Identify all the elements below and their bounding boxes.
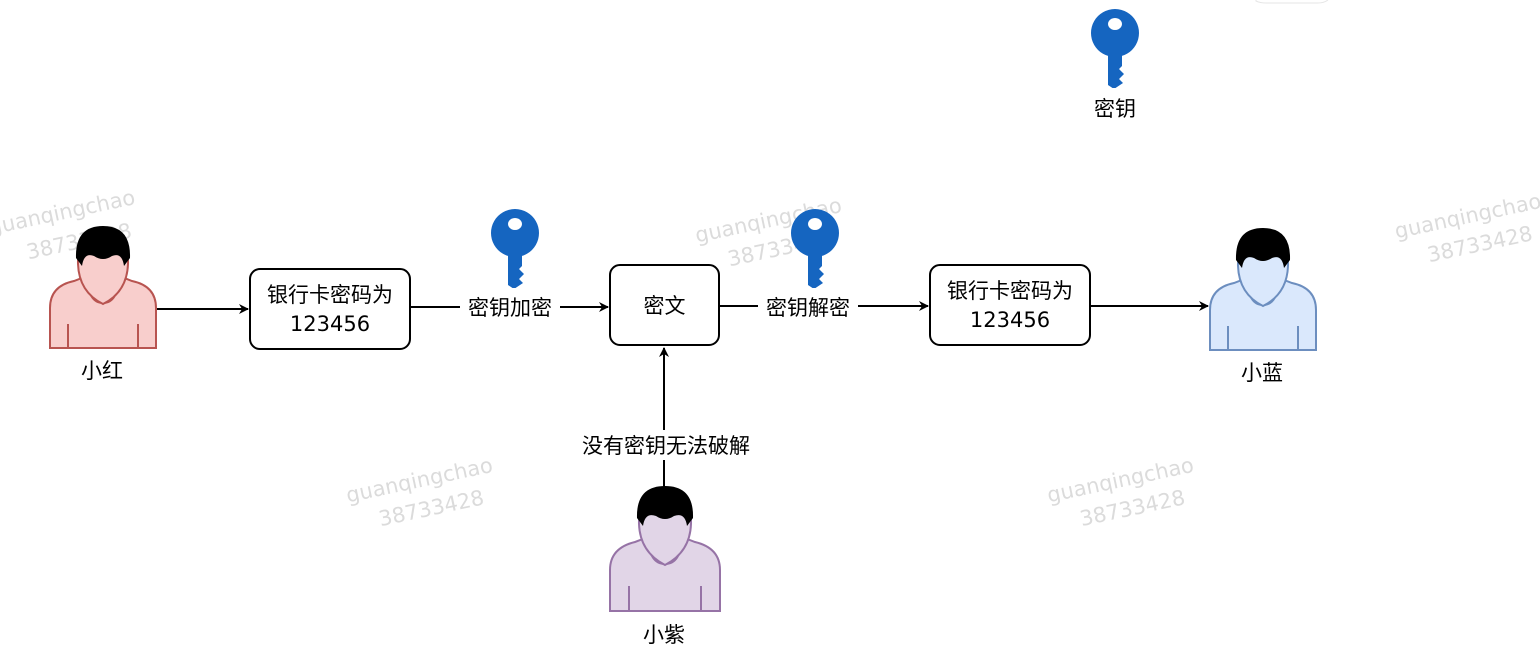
node-text-line2: 123456 [970, 308, 1050, 332]
node-text-line1: 银行卡密码为 [267, 283, 393, 307]
person-name: 小蓝 [1241, 361, 1283, 385]
node-box [249, 268, 411, 350]
window-edge [1255, 0, 1329, 4]
watermark: guanqingchao 38733428 [344, 453, 495, 531]
person-hair [75, 226, 131, 266]
key-icon [490, 209, 539, 288]
key-icon [1090, 9, 1139, 88]
edge-label-bg [758, 292, 858, 320]
person-name: 小红 [81, 359, 123, 383]
node-plaintext-receiver: 银行卡密码为 123456 [929, 264, 1091, 346]
edge-label-bg [460, 292, 560, 320]
person-name: 小紫 [643, 623, 685, 647]
person-receiver: 小蓝 [1209, 228, 1317, 385]
edge-label-attack: 没有密钥无法破解 [582, 434, 750, 458]
node-box [929, 264, 1091, 346]
node-box [609, 264, 720, 346]
node-text-line1: 银行卡密码为 [947, 279, 1073, 303]
watermarks: guanqingchao 38733428 guanqingchao 38733… [0, 185, 1540, 531]
node-ciphertext: 密文 [609, 264, 720, 346]
watermark: guanqingchao 38733428 [1392, 189, 1540, 267]
edge-label-encrypt: 密钥加密 [468, 296, 552, 320]
key-legend-label: 密钥 [1094, 97, 1136, 121]
person-hair [1235, 228, 1291, 268]
node-text: 密文 [644, 294, 686, 318]
edge-label-bg [568, 430, 764, 460]
person-icon [1209, 228, 1317, 351]
person-sender: 小红 [49, 226, 157, 383]
person-icon [609, 486, 721, 612]
watermark: guanqingchao 38733428 [1045, 453, 1196, 531]
person-attacker: 小紫 [609, 486, 721, 647]
person-icon [49, 226, 157, 349]
edge-label-decrypt: 密钥解密 [766, 296, 850, 320]
person-hair [636, 486, 694, 526]
node-plaintext-sender: 银行卡密码为 123456 [249, 268, 411, 350]
node-text-line2: 123456 [290, 312, 370, 336]
